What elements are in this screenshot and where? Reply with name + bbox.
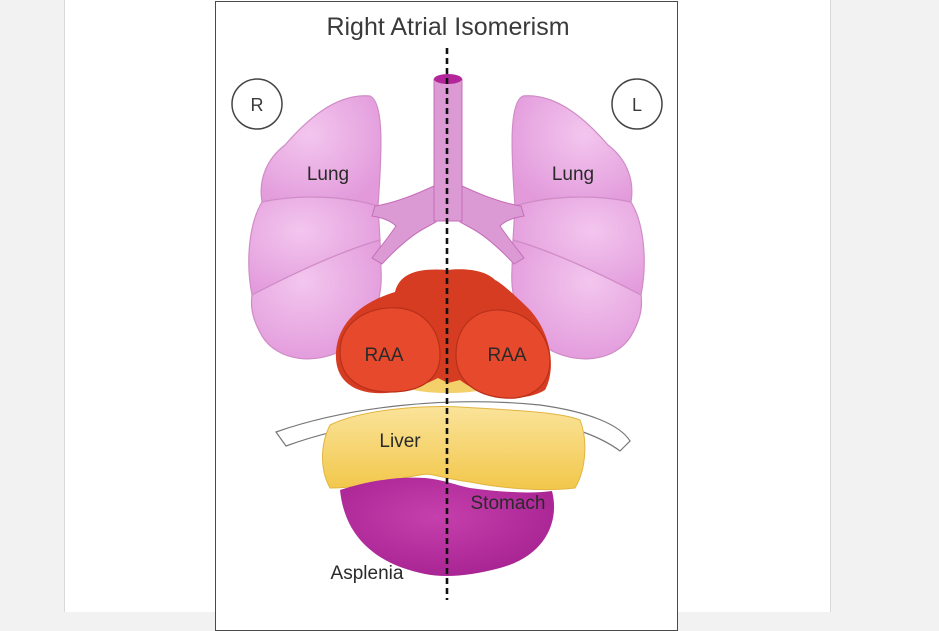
right-atrial-appendage-left-side xyxy=(455,309,551,399)
lung-left-side xyxy=(511,95,645,360)
raa-label-left-side: RAA xyxy=(487,345,526,366)
stomach-label: Stomach xyxy=(471,493,546,514)
bronchus-right-side xyxy=(371,184,437,265)
right-atrial-isomerism-diagram: Right Atrial Isomerism R L Lun xyxy=(231,13,663,600)
liver-label: Liver xyxy=(379,431,421,452)
right-marker-circle xyxy=(231,78,283,130)
asplenia-label: Asplenia xyxy=(331,563,404,584)
bronchus-left-side xyxy=(459,184,525,265)
left-marker-letter: L xyxy=(632,95,642,115)
lung-label-right-side: Lung xyxy=(307,164,349,185)
lung-label-left-side: Lung xyxy=(552,164,594,185)
right-atrial-appendage-right-side xyxy=(339,307,441,393)
raa-label-right-side: RAA xyxy=(364,345,403,366)
liver xyxy=(322,406,586,491)
heart xyxy=(335,269,551,399)
right-side-marker: R xyxy=(231,78,283,130)
right-marker-letter: R xyxy=(251,95,264,115)
left-marker-circle xyxy=(611,78,663,130)
figure-title: Right Atrial Isomerism xyxy=(326,13,569,41)
stomach xyxy=(340,477,555,576)
left-side-marker: L xyxy=(611,78,663,130)
